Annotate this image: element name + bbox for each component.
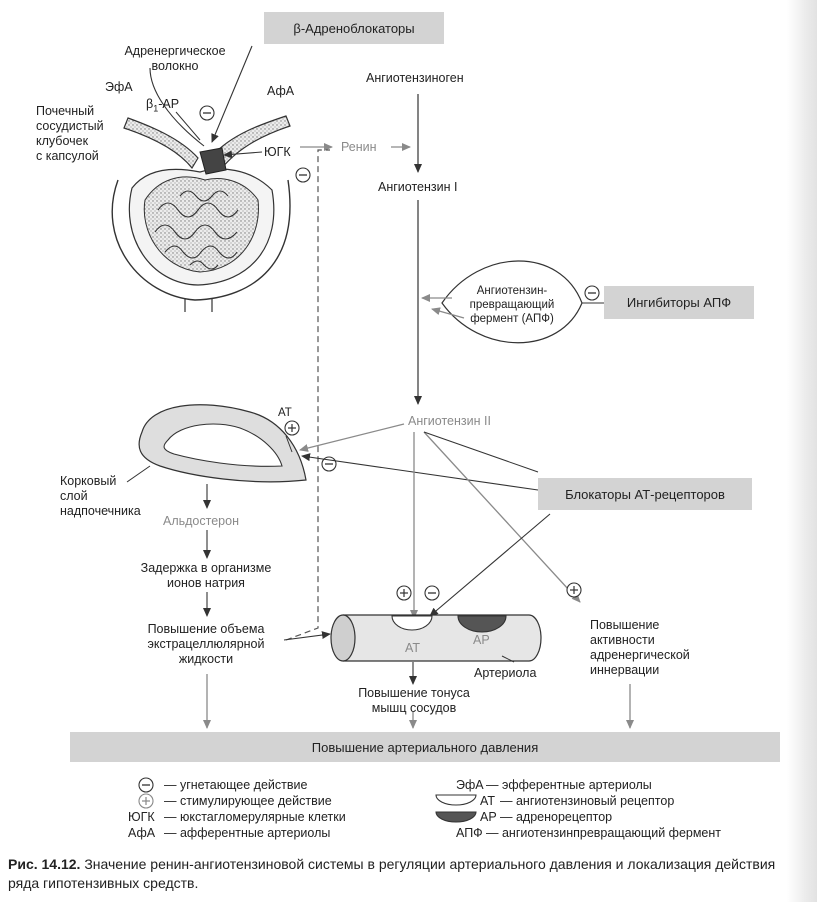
adrenergic-activity-label: Повышение активности адренергической инн… [590,618,690,677]
ace-inhibitors-box: Ингибиторы АПФ [604,286,754,319]
angiotensin-2-label: Ангиотензин II [408,414,491,428]
legend-plus-text: — стимулирующее действие [164,794,332,808]
adrenergic-fiber-line [149,67,205,147]
arteriole-at-label: АТ [405,641,420,655]
adrenergic-fiber-label: Адренергическое волокно [124,44,226,73]
arteriole-illustration [330,614,542,662]
legend-minus-text: — угнетающее действие [164,778,308,792]
vascular-tone-label: Повышение тонуса мышц сосудов [358,686,470,715]
capsule-outer [111,179,291,301]
legend-stimulate-icon [138,793,154,809]
caption-text: Значение ренин-ангиотензиновой системы в… [8,856,776,891]
glomerulus-label: Почечный сосудистый клубочек с капсулой [36,104,104,163]
legend-at-shape [435,794,477,806]
at-receptor-shape [391,615,433,631]
legend-ar-shape [435,811,477,823]
legend-ar-abbr: АР [480,810,497,824]
glomerulus-illustration [111,115,291,312]
arteriole-label: Артериола [474,666,537,680]
stimulate-icon-adrenal [284,420,300,436]
b1ar-label: β1-АР [146,97,180,114]
beta-blockers-box: β-Адреноблокаторы [264,12,444,44]
ecf-increase-label: Повышение объема экстрацеллюлярной жидко… [147,622,265,666]
inhibit-icon-arteriole [424,585,440,601]
beta-blocker-arrow [211,45,253,143]
bp-increase-box: Повышение артериального давления [70,732,780,762]
legend-ace-abbr: АПФ [456,826,483,840]
legend-ace-desc: — ангиотензинпревращающий фермент [486,826,722,840]
legend-at-abbr: АТ [480,794,495,808]
legend-jga-abbr: ЮГК [128,810,155,824]
inhibit-icon-b1ar [199,105,215,121]
legend-efa-abbr: ЭфА [456,778,484,792]
legend-at-desc: — ангиотензиновый рецептор [500,794,675,808]
at-blockers-box: Блокаторы АТ-рецепторов [538,478,752,510]
legend-ar-desc: — адренорецептор [500,810,613,824]
feedback-dashed-line [285,149,330,641]
renin-label: Ренин [341,140,377,154]
ace-arrow-2 [431,307,465,319]
inhibit-icon-feedback [295,167,311,183]
inhibit-icon-ace [584,285,600,301]
ace-enzyme-label: Ангиотензин- превращающий фермент (АПФ) [469,285,555,325]
capillary-tuft [143,176,259,273]
atblock-to-adrenal [301,453,539,491]
afa-label: АфА [267,84,295,98]
arteriole-ar-label: АР [473,633,490,647]
efa-label: ЭфА [105,80,133,94]
stimulate-icon-adrenergic [566,582,582,598]
jga-arrow [223,150,263,159]
angiotensinogen-label: Ангиотензиноген [366,71,464,85]
ecf-to-arteriole [283,631,331,641]
legend-afa-abbr: АфА [128,826,156,840]
caption-label: Рис. 14.12. [8,856,81,872]
stimulate-icon-arteriole [396,585,412,601]
legend-inhibit-icon [138,777,154,793]
a2-to-adrenergic [423,431,581,603]
page-edge-shade [787,0,817,902]
legend-jga-desc: — юкстагломерулярные клетки [164,810,346,824]
jga-label: ЮГК [264,145,291,159]
atblock-to-arteriole [429,513,551,617]
a2-to-adrenal [299,423,405,452]
legend-efa-desc: — эфферентные артериолы [486,778,652,792]
efferent-arteriole [123,117,199,170]
jga-cells [199,147,227,175]
ar-receptor-shape [457,615,507,633]
adrenal-cortex-label: Корковый слой надпочечника [60,474,141,518]
adrenal-at-label: АТ [278,407,292,419]
aldosterone-label: Альдостерон [163,514,239,528]
figure-caption: Рис. 14.12. Значение ренин-ангиотензинов… [8,855,808,893]
legend-afa-desc: — афферентные артериолы [164,826,331,840]
angiotensin-1-label: Ангиотензин I [378,180,458,194]
sodium-retention-label: Задержка в организме ионов натрия [140,561,272,590]
